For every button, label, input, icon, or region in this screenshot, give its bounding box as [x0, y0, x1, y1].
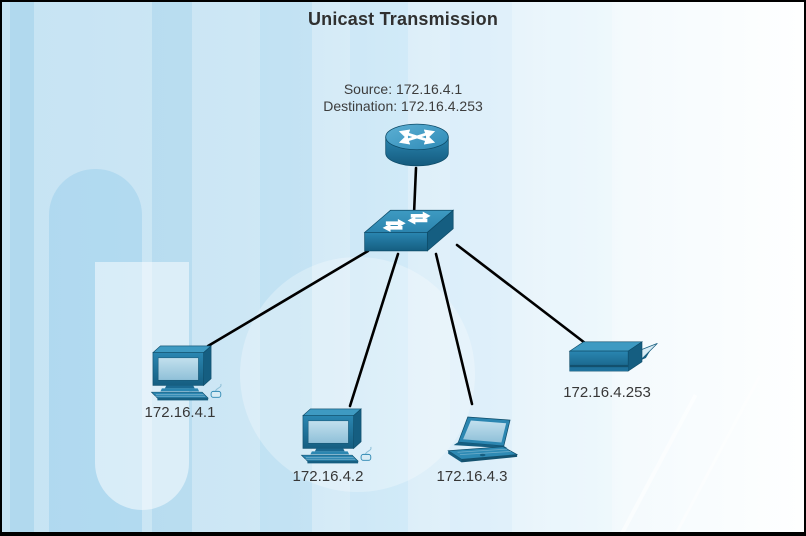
router-icon — [379, 118, 455, 178]
link-switch-laptop — [434, 252, 474, 406]
destination-text: Destination: 172.16.4.253 — [323, 98, 483, 114]
printer-label: 172.16.4.253 — [563, 384, 651, 401]
link-router-switch — [412, 166, 418, 216]
pc2-label: 172.16.4.2 — [292, 468, 364, 485]
link-switch-printer — [455, 243, 587, 345]
desktop-pc-icon — [294, 405, 376, 470]
switch-icon — [357, 202, 459, 266]
figure-title: Unicast Transmission — [307, 9, 499, 29]
laptop-icon — [438, 402, 532, 473]
source-destination-text: Source: 172.16.4.1 Destination: 172.16.4… — [2, 81, 804, 115]
source-text: Source: 172.16.4.1 — [343, 81, 463, 97]
link-switch-pc2 — [348, 252, 400, 408]
link-switch-pc1 — [206, 249, 370, 348]
printer-icon — [562, 334, 662, 387]
laptop-label: 172.16.4.3 — [436, 468, 508, 485]
pc1-label: 172.16.4.1 — [144, 404, 216, 421]
desktop-pc-icon — [144, 342, 226, 407]
